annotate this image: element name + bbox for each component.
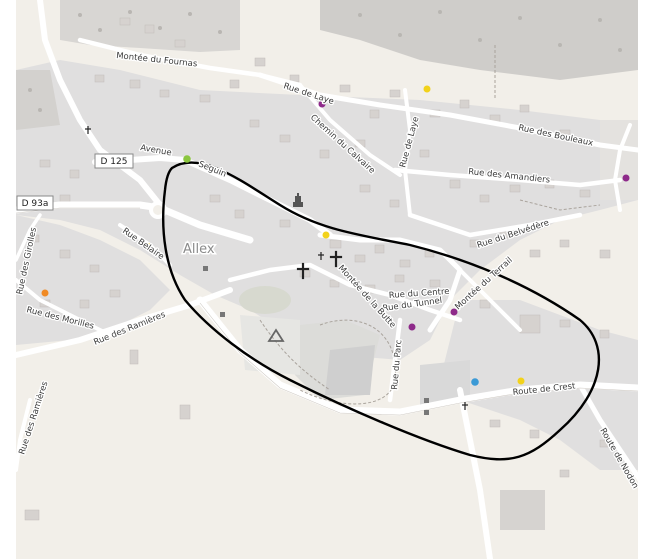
road-shield-d93a[interactable]: D 93a [16,195,54,211]
road-shield-d125[interactable]: D 125 [94,153,134,169]
poi-orange-1[interactable] [41,289,49,297]
bus-stop-icon[interactable] [424,398,429,403]
residential-area-north [16,60,638,360]
road-rue-des-amandiers [392,167,623,188]
sports-pitch [325,345,375,395]
roads [12,0,643,559]
industrial-building [500,490,545,530]
bus-stop-icon[interactable] [203,266,208,271]
poi-blue-1[interactable] [471,378,479,386]
road-rue-des-morilles [14,278,112,337]
buildings [24,17,611,521]
poi-purple-4[interactable] [408,323,416,331]
road-rue-de-laye-2 [403,88,412,217]
roundabout [149,201,167,219]
road-route-de-nodon [577,382,643,483]
poi-purple-1[interactable] [318,100,326,108]
parking-area [420,360,470,405]
poi-purple-2[interactable] [622,174,630,182]
place-label-allex[interactable]: Allex [182,241,217,259]
area-outline [162,161,600,461]
poi-yellow-2[interactable] [322,231,330,239]
campsite-icon[interactable] [267,328,285,342]
cross-icon [318,252,324,260]
bus-stop-icon[interactable] [220,312,225,317]
road-rue-du-parc [387,317,403,403]
poi-purple-3[interactable] [450,308,458,316]
residential-area-west [16,215,170,345]
church-icon[interactable] [296,262,310,280]
park-area [239,286,291,314]
bus-stop-icon[interactable] [424,410,429,415]
right-margin [638,0,653,559]
poi-green-1[interactable] [183,155,191,163]
road-montee-du-terrail [458,268,522,332]
road-east-link [613,123,632,212]
tree-symbols [28,10,622,112]
road-south [457,387,493,559]
road-rue-de-laye [257,72,641,153]
road-d93a [12,201,254,244]
road-chemin-du-calvaire [298,83,402,177]
road-shield-d125-text: D 125 [101,157,128,167]
road-route-de-crest [196,296,642,416]
road-village-loop [317,232,463,333]
monument-icon[interactable] [293,193,303,207]
road-ramieres-south [14,398,32,472]
poi-yellow-3[interactable] [517,377,525,385]
cross-icon [462,402,468,410]
road-rue-du-centre [227,262,463,323]
wood-area-left [16,70,60,130]
footpaths [259,45,601,405]
road-rue-des-girolles [14,213,42,262]
road-shield-d93a-text: D 93a [22,199,49,209]
cross-icon [85,126,91,134]
church-icon[interactable] [329,250,343,268]
road-rue-du-belvedere [407,212,583,238]
road-north-west [37,0,163,208]
poi-markers [41,85,630,386]
campground-area [240,315,300,375]
poi-yellow-1[interactable] [423,85,431,93]
poi-yellow-4[interactable] [145,243,151,249]
left-margin [0,0,16,559]
